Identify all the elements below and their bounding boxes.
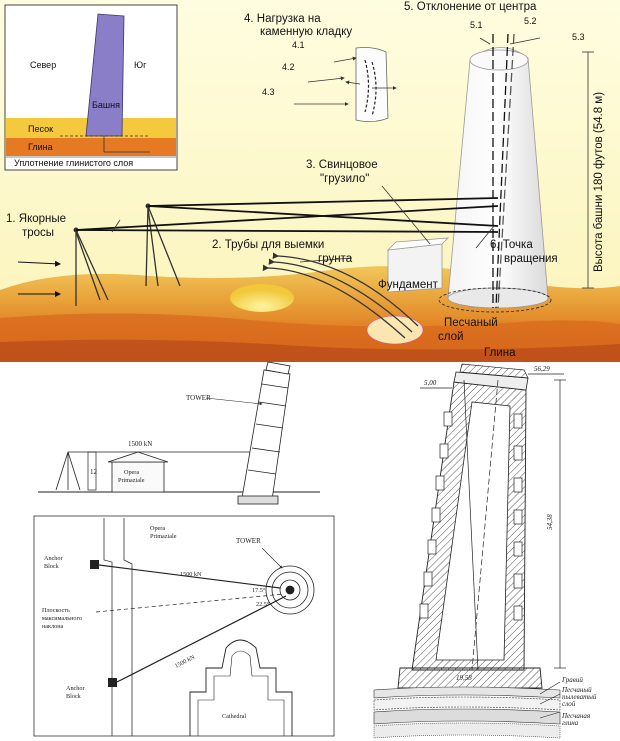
inset-tower-label: Башня xyxy=(92,100,120,110)
inset-north: Север xyxy=(30,60,56,70)
extraction-pipes xyxy=(262,252,419,339)
elev-force: 1500 kN xyxy=(128,440,152,448)
label-deviation: 5. Отклонение от центра xyxy=(404,1,537,13)
elev-tower-label: TOWER xyxy=(186,394,211,402)
label-masonry-load-1: 4. Нагрузка на xyxy=(244,13,321,25)
masonry-element xyxy=(294,47,397,122)
plan-angle-2: 22.5° xyxy=(256,601,270,608)
label-pipes-1: 2. Трубы для выемки xyxy=(212,239,324,251)
label-anchor-cables-1: 1. Якорные xyxy=(6,213,66,225)
inset-sand: Песок xyxy=(28,124,53,134)
plan-opera-2: Primaziale xyxy=(150,533,177,540)
label-pipes-2: грунта xyxy=(318,253,353,265)
plan-inclination-1: Плоскость xyxy=(42,607,70,614)
section-legend-sandy-2: пылеватый xyxy=(562,693,597,701)
plan-inclination-2: максимального xyxy=(42,615,82,622)
plan-force-top: 1500 kN xyxy=(180,571,202,578)
plan-angle-1: 17.5° xyxy=(252,587,266,594)
top-color-panel: Север Юг Башня Песок Глина Уплотнение гл… xyxy=(0,0,620,362)
label-lead-weight-2: "грузило" xyxy=(320,173,369,185)
section-legend-clay-1: Песчаная xyxy=(561,712,590,720)
label-rotation-point-2: вращения xyxy=(504,253,558,265)
inset-panel xyxy=(4,4,178,171)
anchor-block-top xyxy=(90,560,99,569)
soil-mound xyxy=(230,284,294,312)
plan-anchor-top-1: Anchor xyxy=(44,555,63,562)
label-anchor-cables-2: тросы xyxy=(22,227,54,239)
plan-tower-label: TOWER xyxy=(236,537,261,545)
label-4-1: 4.1 xyxy=(292,40,305,50)
label-rotation-point-1: 6. Точка xyxy=(490,239,533,251)
plan-anchor-bottom-1: Anchor xyxy=(66,685,85,692)
elev-building-2: Primaziale xyxy=(118,477,145,484)
label-clay: Глина xyxy=(484,347,516,359)
label-4-3: 4.3 xyxy=(262,87,275,97)
section-legend-sandy-3: слой xyxy=(562,700,576,708)
section-dim-top-right: 56,29 xyxy=(534,365,550,373)
label-lead-weight-1: 3. Свинцовое xyxy=(306,159,378,171)
section-legend-sandy-1: Песчаный xyxy=(561,686,592,694)
anchor-frame-left xyxy=(75,229,109,306)
plan-force-bottom: 1500 kN xyxy=(174,654,197,670)
section-dim-height: 54,38 xyxy=(546,514,554,530)
deep-clay xyxy=(0,339,620,362)
elevation-tower xyxy=(237,361,291,505)
foundation-block xyxy=(386,237,450,293)
plan-cathedral: Cathedral xyxy=(222,713,246,720)
anchor-block-bottom xyxy=(108,678,117,687)
anchor-cables xyxy=(75,197,499,233)
label-sand-layer-1: Песчаный xyxy=(444,317,498,329)
label-5-3: 5.3 xyxy=(572,32,585,42)
plan-anchor-bottom-2: Block xyxy=(66,693,82,700)
cathedral-outline xyxy=(189,639,293,736)
elevation-drawing xyxy=(38,361,320,505)
section-legend-clay-2: глина xyxy=(562,719,579,727)
leader-lines xyxy=(111,37,541,263)
label-5-1: 5.1 xyxy=(470,20,483,30)
leaning-tower xyxy=(447,47,549,309)
section-dim-top-left: 5,00 xyxy=(424,379,437,387)
inset-caption: Уплотнение глинистого слоя xyxy=(14,158,133,168)
section-legend-gravel: Гравий xyxy=(561,676,583,684)
anchor-frame-right xyxy=(145,205,181,287)
inset-clay: Глина xyxy=(28,142,53,152)
elev-building-1: Opera xyxy=(124,469,139,476)
plan-tower xyxy=(265,565,315,615)
section-drawing xyxy=(373,363,566,739)
label-masonry-load-2: каменную кладку xyxy=(260,26,352,38)
section-dim-base: 19,58 xyxy=(456,674,472,682)
label-5-2: 5.2 xyxy=(524,16,537,26)
elev-height-mark: 12 xyxy=(90,468,98,476)
opera-building xyxy=(107,451,169,493)
label-sand-layer-2: слой xyxy=(438,331,463,343)
inset-south: Юг xyxy=(134,60,147,70)
plan-inclination-3: наклона xyxy=(42,623,64,630)
label-4-2: 4.2 xyxy=(282,62,295,72)
force-arrows xyxy=(17,260,61,297)
plan-anchor-top-2: Block xyxy=(44,563,60,570)
plan-opera-1: Opera xyxy=(150,525,165,532)
deviation-lines xyxy=(492,33,515,309)
foundation-outline xyxy=(438,287,552,313)
label-tower-height: Высота башни 180 футов (54.8 м) xyxy=(593,92,605,272)
plan-drawing xyxy=(33,515,335,737)
label-foundation: Фундамент xyxy=(378,279,439,291)
